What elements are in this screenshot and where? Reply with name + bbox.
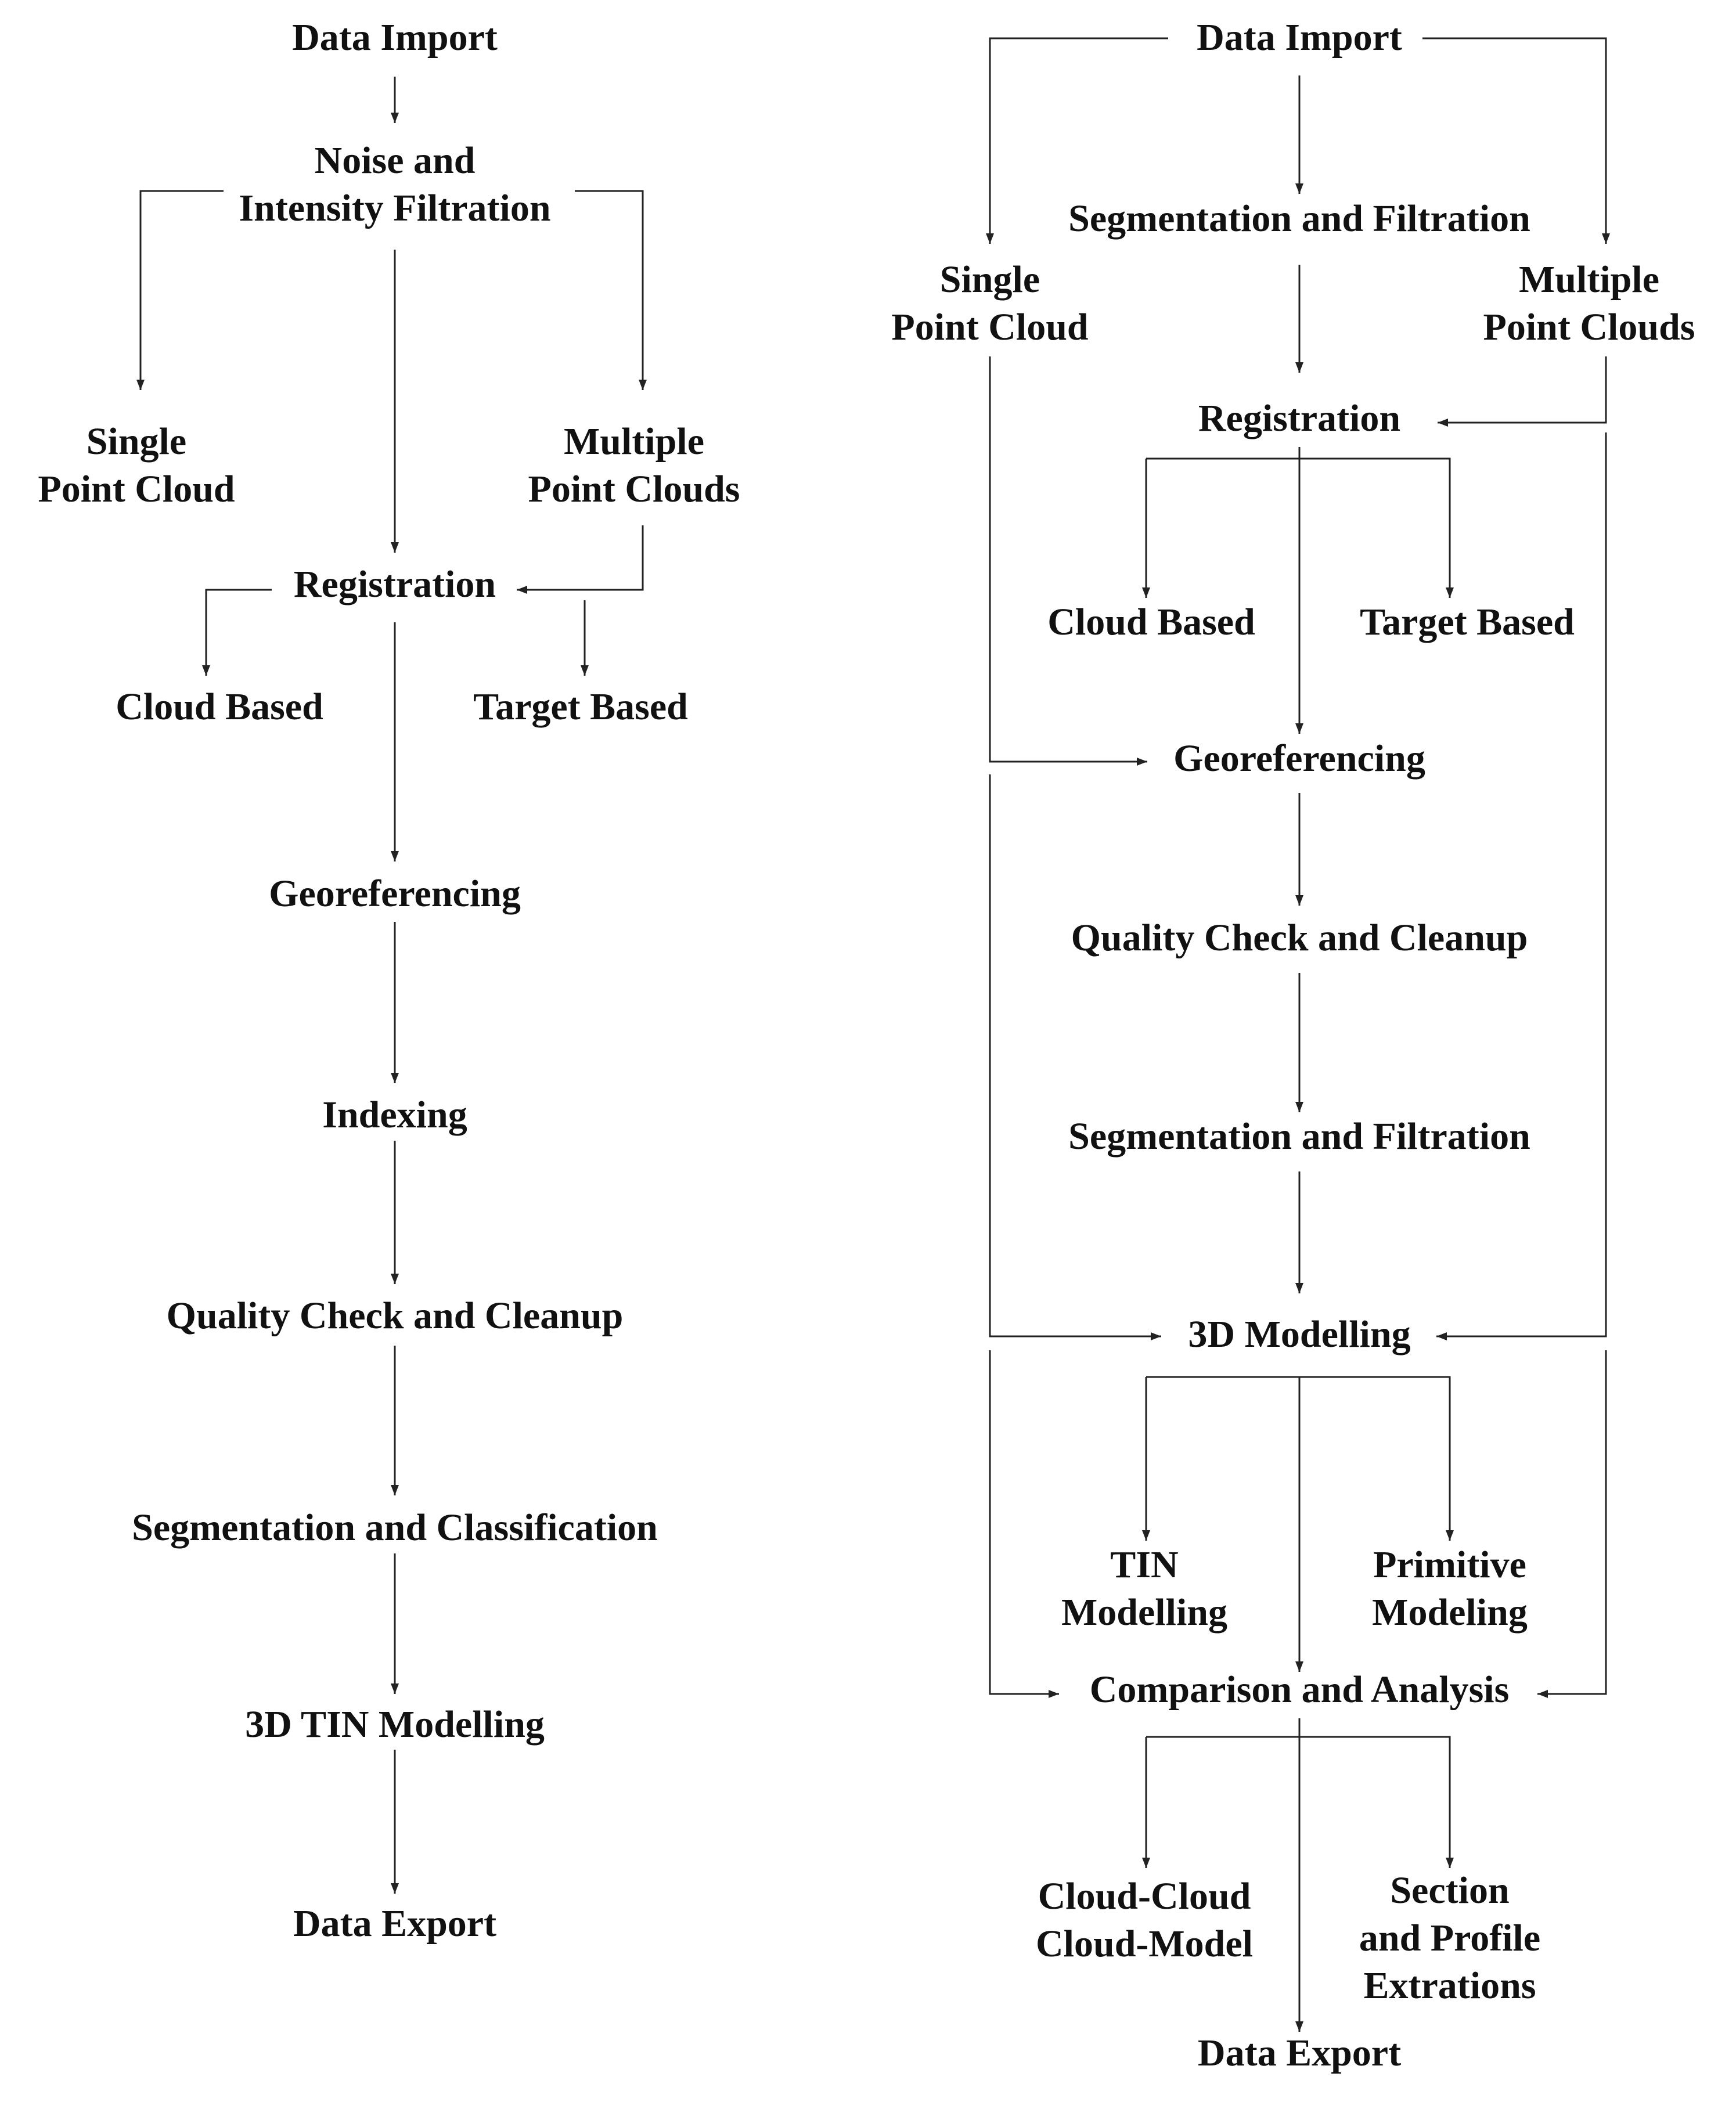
arrowhead — [1295, 1102, 1303, 1112]
arrowhead — [1295, 1661, 1303, 1672]
arrowhead — [391, 851, 399, 861]
connector-line — [1438, 356, 1607, 424]
connector-line — [989, 1350, 1059, 1695]
arrowhead — [202, 665, 210, 676]
left-data-export: Data Export — [293, 1902, 497, 1945]
arrowhead — [581, 665, 589, 676]
arrowhead — [517, 586, 527, 594]
arrowhead — [1142, 587, 1150, 598]
connector-line — [1146, 1736, 1451, 1868]
connector-line — [989, 356, 1147, 763]
connector-line — [517, 525, 644, 591]
right-3d-modelling: 3D Modelling — [1188, 1313, 1411, 1355]
connector-line — [1146, 457, 1451, 598]
arrowhead — [391, 1274, 399, 1284]
right-registration: Registration — [1198, 397, 1401, 439]
arrowhead — [1295, 723, 1303, 734]
arrowhead — [391, 1883, 399, 1894]
right-cloud-based: Cloud Based — [1047, 601, 1255, 643]
connector-line — [139, 190, 224, 390]
arrowhead — [1537, 1690, 1548, 1698]
arrowhead — [1295, 183, 1303, 194]
left-3d-tin-modelling: 3D TIN Modelling — [245, 1703, 545, 1746]
left-registration: Registration — [293, 563, 496, 605]
connector-line — [989, 37, 1168, 244]
right-quality-check: Quality Check and Cleanup — [1071, 917, 1528, 959]
connector-line — [205, 589, 272, 676]
connector-line — [1436, 432, 1607, 1337]
right-data-import: Data Import — [1197, 16, 1402, 59]
left-georeferencing: Georeferencing — [269, 873, 521, 915]
arrowhead — [1151, 1332, 1161, 1340]
left-indexing: Indexing — [322, 1094, 467, 1136]
left-data-import: Data Import — [292, 16, 498, 59]
arrowhead — [1295, 895, 1303, 906]
arrowhead — [391, 1073, 399, 1083]
arrowhead — [391, 113, 399, 123]
connector-line — [575, 190, 644, 390]
connector-line — [1422, 37, 1607, 244]
arrowhead — [1049, 1690, 1059, 1698]
arrowhead — [639, 380, 647, 390]
arrowhead — [391, 1485, 399, 1495]
arrowhead — [1602, 233, 1610, 244]
left-cloud-based: Cloud Based — [116, 686, 323, 728]
arrowhead — [1295, 2021, 1303, 2032]
arrowhead — [1436, 1332, 1447, 1340]
arrowhead — [1446, 1530, 1454, 1541]
arrowhead — [1446, 1858, 1454, 1868]
arrowhead — [1142, 1530, 1150, 1541]
arrowhead — [391, 542, 399, 553]
arrowhead — [136, 380, 145, 390]
connector-line — [989, 774, 1161, 1337]
connector-line — [1146, 1376, 1451, 1541]
left-target-based: Target Based — [473, 686, 688, 728]
right-target-based: Target Based — [1360, 601, 1575, 643]
arrowhead — [391, 1683, 399, 1694]
right-segmentation-filtration-top: Segmentation and Filtration — [1068, 197, 1530, 240]
arrowhead — [1438, 419, 1448, 427]
connector-line — [1537, 1350, 1607, 1695]
right-segmentation-filtration-bottom: Segmentation and Filtration — [1068, 1115, 1530, 1158]
right-comparison-analysis: Comparison and Analysis — [1089, 1668, 1510, 1711]
left-segmentation-classification: Segmentation and Classification — [132, 1506, 658, 1549]
arrowhead — [986, 233, 994, 244]
arrowhead — [1142, 1858, 1150, 1868]
arrowhead — [1137, 758, 1147, 766]
arrowhead — [1446, 587, 1454, 598]
arrowhead — [1295, 362, 1303, 373]
arrowhead — [1295, 1283, 1303, 1293]
right-georeferencing: Georeferencing — [1173, 737, 1425, 780]
left-quality-check: Quality Check and Cleanup — [166, 1295, 624, 1337]
right-data-export: Data Export — [1197, 2032, 1402, 2074]
